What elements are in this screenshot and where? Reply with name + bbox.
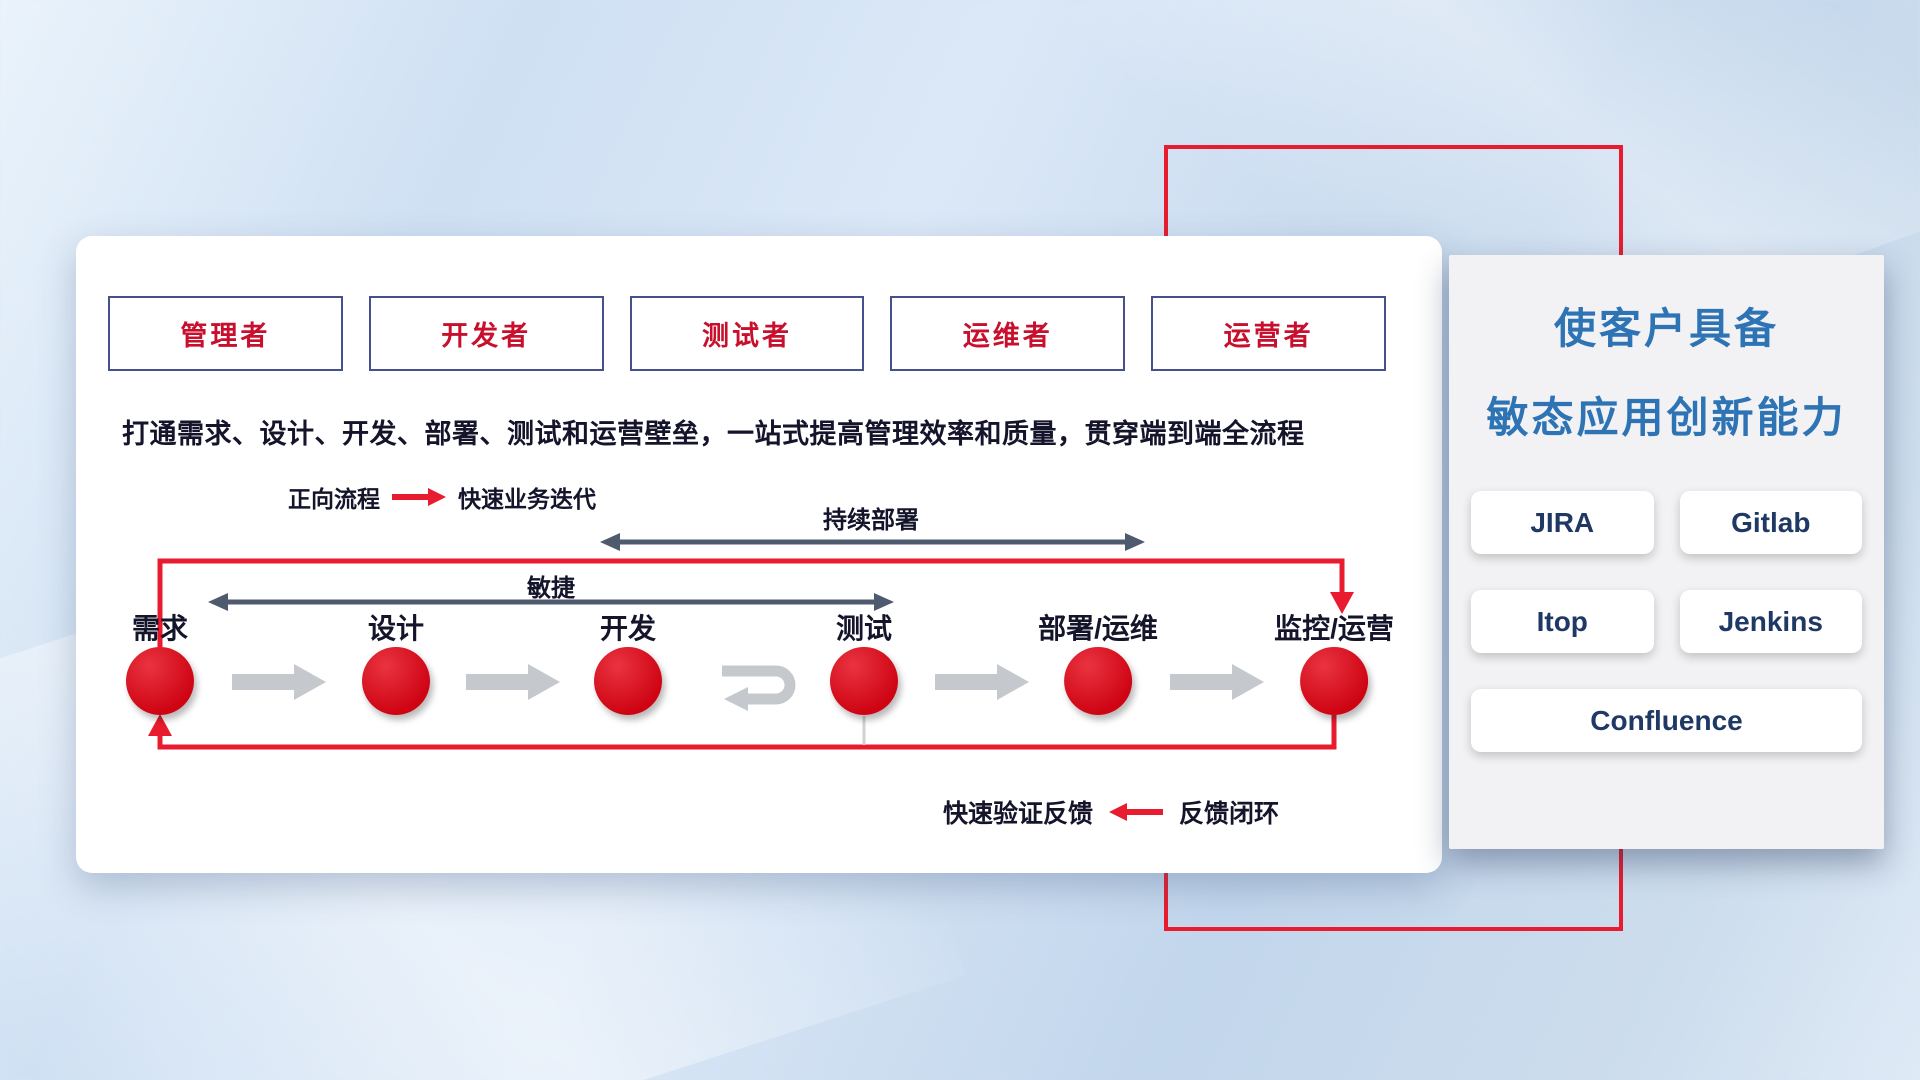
forward-loop-arrow — [157, 558, 1354, 647]
forward-flow-legend-caption: 快速业务迭代 — [458, 486, 596, 512]
tool-list: JIRA Gitlab Itop Jenkins Confluence — [1449, 445, 1884, 752]
panel-title-line1: 使客户具备 — [1553, 305, 1779, 352]
right-arrow-icon — [392, 488, 446, 506]
panel-title-line2: 敏态应用创新能力 — [1486, 394, 1847, 441]
flow-step-arrow — [466, 664, 560, 700]
tool-button-jira: JIRA — [1471, 491, 1654, 554]
description-text: 打通需求、设计、开发、部署、测试和运营壁垒，一站式提高管理效率和质量，贯穿端到端… — [122, 419, 1305, 449]
flow-step-arrow — [232, 664, 326, 700]
stage-node-monitor-operations: 监控/运营 — [1274, 614, 1394, 715]
stage-circle — [126, 647, 194, 715]
role-box-operator: 运营者 — [1151, 296, 1386, 371]
tool-button-gitlab: Gitlab — [1679, 491, 1862, 554]
role-box-manager: 管理者 — [108, 296, 343, 371]
role-box-developer: 开发者 — [368, 296, 604, 371]
stage-label: 开发 — [599, 613, 656, 644]
forward-flow-legend-label: 正向流程 — [288, 486, 380, 512]
iteration-loop-icon — [722, 665, 796, 711]
stage-label: 设计 — [367, 613, 424, 644]
panel-title: 使客户具备 敏态应用创新能力 — [1449, 255, 1884, 445]
continuous-deployment-label: 持续部署 — [823, 507, 919, 534]
stage-node-development: 开发 — [594, 614, 662, 715]
stage-node-requirements: 需求 — [126, 614, 194, 715]
stage-circle — [362, 647, 430, 715]
feedback-legend-caption: 快速验证反馈 — [943, 800, 1094, 828]
agile-range-arrow — [208, 593, 894, 611]
flow-step-arrow — [935, 664, 1029, 700]
stage-circle — [830, 647, 898, 715]
feedback-legend-label: 反馈闭环 — [1179, 800, 1280, 828]
left-arrow-icon — [1109, 803, 1164, 821]
stage-circle — [594, 647, 662, 715]
tool-button-confluence: Confluence — [1471, 689, 1862, 752]
role-box-tester: 测试者 — [629, 296, 865, 371]
stage-label: 需求 — [131, 613, 188, 644]
tool-button-jenkins: Jenkins — [1679, 590, 1862, 653]
stage-label: 部署/运维 — [1038, 613, 1158, 644]
stage-label: 测试 — [835, 613, 892, 644]
roles-row: 管理者 开发者 测试者 运维者 运营者 — [108, 296, 1386, 371]
continuous-deployment-range-arrow — [600, 533, 1145, 551]
feedback-loop-arrow — [148, 714, 1337, 750]
stage-node-design: 设计 — [362, 614, 430, 715]
feedback-loop-legend: 快速验证反馈 反馈闭环 — [943, 794, 1279, 830]
agile-label: 敏捷 — [527, 575, 575, 602]
stage-label: 监控/运营 — [1274, 613, 1394, 644]
role-box-ops: 运维者 — [890, 296, 1126, 371]
flow-diagram: 正向流程 快速业务迭代 持续部署 敏捷 需求 设计 开发 测试 部署/运维 — [76, 466, 1442, 873]
stage-node-testing: 测试 — [830, 614, 898, 715]
stage-circle — [1064, 647, 1132, 715]
forward-flow-legend: 正向流程 快速业务迭代 — [288, 480, 596, 514]
capability-panel: 使客户具备 敏态应用创新能力 JIRA Gitlab Itop Jenkins … — [1449, 255, 1884, 849]
stage-node-deploy-ops: 部署/运维 — [1038, 614, 1158, 715]
stage-circle — [1300, 647, 1368, 715]
devops-flow-card: 管理者 开发者 测试者 运维者 运营者 打通需求、设计、开发、部署、测试和运营壁… — [76, 236, 1442, 873]
flow-step-arrow — [1170, 664, 1264, 700]
flow-arrows-graphic — [148, 533, 1354, 750]
tool-button-itop: Itop — [1471, 590, 1654, 653]
